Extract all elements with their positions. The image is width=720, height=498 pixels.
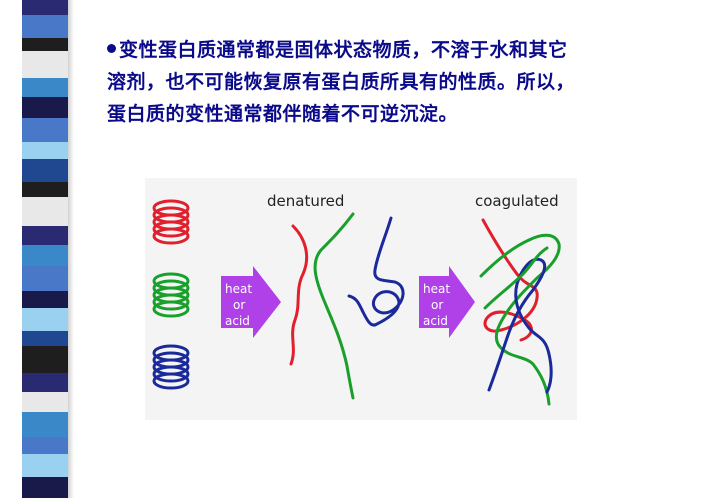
strand-green-denatured xyxy=(313,212,355,400)
coil-blue xyxy=(152,344,190,390)
text-line-2: 溶剂，也不可能恢复原有蛋白质所具有的性质。所以， xyxy=(107,71,576,93)
decorative-stripe xyxy=(22,412,68,438)
strand-green-coagulated-2 xyxy=(483,246,549,310)
heat-acid-arrow-2: heat or acid xyxy=(419,266,475,338)
decorative-stripe-bar xyxy=(22,0,68,498)
coil-red xyxy=(152,199,190,245)
decorative-stripe xyxy=(22,96,68,118)
bullet-icon xyxy=(107,44,116,53)
decorative-stripe xyxy=(22,14,68,38)
strand-blue-coagulated xyxy=(487,257,553,394)
decorative-stripe xyxy=(22,265,68,291)
coil-green xyxy=(152,272,190,318)
decorative-stripe xyxy=(22,50,68,78)
arrow2-word1: heat xyxy=(423,282,450,296)
decorative-stripe xyxy=(22,182,68,198)
arrow2-word3: acid xyxy=(423,314,448,328)
arrow1-word3: acid xyxy=(225,314,250,328)
decorative-stripe xyxy=(22,197,68,227)
decorative-stripe xyxy=(22,37,68,51)
heat-acid-arrow-1: heat or acid xyxy=(221,266,281,338)
label-denatured: denatured xyxy=(267,192,344,210)
label-coagulated: coagulated xyxy=(475,192,559,210)
arrow1-word1: heat xyxy=(225,282,252,296)
decorative-stripe xyxy=(22,0,68,15)
decorative-stripe xyxy=(22,117,68,143)
decorative-stripe xyxy=(22,372,68,392)
strand-red-denatured xyxy=(289,224,309,366)
decorative-stripe xyxy=(22,77,68,97)
arrow1-word2: or xyxy=(233,298,245,312)
decorative-stripe xyxy=(22,454,68,478)
text-line-1-content: 变性蛋白质通常都是固体状态物质，不溶于水和其它 xyxy=(119,39,568,61)
decorative-stripe xyxy=(22,437,68,455)
decorative-stripe xyxy=(22,391,68,413)
figure-svg: heat or acid denatured heat or acid coag… xyxy=(152,192,561,406)
text-line-3: 蛋白质的变性通常都伴随着不可逆沉淀。 xyxy=(107,103,459,125)
decorative-stripe xyxy=(22,330,68,346)
strand-red-coagulated xyxy=(481,218,539,342)
text-line-1: 变性蛋白质通常都是固体状态物质，不溶于水和其它 xyxy=(107,34,667,66)
decorative-stripe xyxy=(22,345,68,373)
decorative-stripe xyxy=(22,159,68,183)
protein-denaturation-figure: heat or acid denatured heat or acid coag… xyxy=(145,178,577,420)
decorative-stripe xyxy=(22,226,68,246)
decorative-stripe xyxy=(22,245,68,266)
decorative-stripe xyxy=(22,477,68,498)
decorative-stripe xyxy=(22,142,68,160)
arrow2-word2: or xyxy=(431,298,443,312)
stripe-shadow xyxy=(68,0,74,498)
slide-body-text: 变性蛋白质通常都是固体状态物质，不溶于水和其它 溶剂，也不可能恢复原有蛋白质所具… xyxy=(107,34,667,130)
decorative-stripe xyxy=(22,290,68,308)
decorative-stripe xyxy=(22,307,68,331)
strand-green-coagulated xyxy=(479,233,561,406)
strand-blue-denatured xyxy=(347,216,405,327)
